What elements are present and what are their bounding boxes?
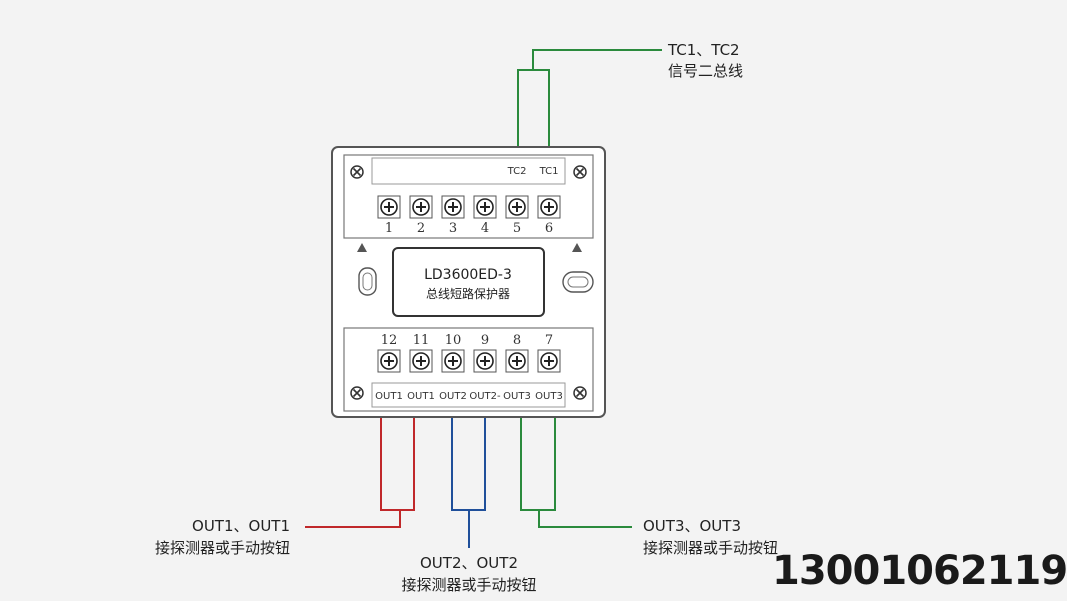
tc-callout-line1: TC1、TC2 — [667, 41, 740, 59]
terminal-number: 2 — [417, 221, 425, 236]
out2-callout-line1: OUT2、OUT2 — [420, 554, 518, 572]
mounting-screw-icon — [573, 165, 587, 179]
terminal-number: 4 — [481, 221, 489, 236]
terminal-number: 6 — [545, 221, 553, 236]
screw-terminal-icon — [377, 195, 401, 219]
terminal-number: 7 — [545, 333, 553, 348]
out3-callout-line2: 接探测器或手动按钮 — [643, 539, 778, 557]
screw-terminal-icon — [473, 195, 497, 219]
terminal-number: 5 — [513, 221, 521, 236]
screw-terminal-icon — [537, 349, 561, 373]
mounting-slot-horizontal — [562, 271, 594, 293]
bottom-strip-label: OUT1 — [407, 391, 435, 402]
terminal-number: 1 — [385, 221, 393, 236]
mounting-screw-icon — [350, 165, 364, 179]
out3-wires — [520, 418, 632, 528]
terminal-number: 8 — [513, 333, 521, 348]
screw-terminal-icon — [537, 195, 561, 219]
out2-wires — [451, 418, 486, 548]
arrow-up-icon — [357, 243, 367, 252]
screw-terminal-icon — [377, 349, 401, 373]
terminal-number: 9 — [481, 333, 489, 348]
bottom-strip-label: OUT3 — [535, 391, 563, 402]
bottom-strip-label: OUT3 — [503, 391, 531, 402]
terminal-number: 10 — [445, 333, 462, 348]
model-number: LD3600ED-3 — [424, 267, 512, 283]
screw-terminal-icon — [409, 195, 433, 219]
bottom-terminal-numbers: 12 11 10 9 8 7 — [381, 333, 553, 348]
bottom-strip-labels: OUT1 OUT1 OUT2 OUT2- OUT3 OUT3 — [375, 391, 563, 402]
product-label-box — [392, 247, 545, 317]
top-strip-label: TC1 — [539, 166, 559, 177]
terminal-number: 11 — [413, 333, 430, 348]
tc-wires — [517, 49, 662, 147]
top-terminal-numbers: 1 2 3 4 5 6 — [385, 221, 553, 236]
top-label-strip — [371, 157, 566, 185]
tc-callout-line2: 信号二总线 — [668, 62, 743, 80]
out3-callout-line1: OUT3、OUT3 — [643, 517, 741, 535]
terminal-number: 3 — [449, 221, 457, 236]
out2-callout-line2: 接探测器或手动按钮 — [401, 576, 536, 594]
top-strip-label: TC2 — [507, 166, 527, 177]
out1-callout-line2: 接探测器或手动按钮 — [155, 539, 290, 557]
screw-terminal-icon — [441, 349, 465, 373]
bottom-label-strip — [371, 382, 566, 408]
out1-callout-line1: OUT1、OUT1 — [192, 517, 290, 535]
screw-terminal-icon — [505, 349, 529, 373]
screw-terminal-icon — [409, 349, 433, 373]
top-terminals — [377, 195, 561, 219]
screw-terminal-icon — [505, 195, 529, 219]
mounting-slot-vertical — [358, 267, 377, 296]
out1-wires — [305, 418, 415, 528]
mounting-screw-icon — [350, 386, 364, 400]
bottom-strip-label: OUT2- — [469, 391, 501, 402]
mounting-screw-icon — [573, 386, 587, 400]
device-name: 总线短路保护器 — [426, 286, 510, 301]
terminal-number: 12 — [381, 333, 398, 348]
bottom-strip-label: OUT2 — [439, 391, 467, 402]
bottom-strip-label: OUT1 — [375, 391, 403, 402]
phone-number: 13001062119 — [772, 548, 1067, 594]
screw-terminal-icon — [441, 195, 465, 219]
screw-terminal-icon — [473, 349, 497, 373]
arrow-up-icon — [572, 243, 582, 252]
bottom-terminals — [377, 349, 561, 373]
